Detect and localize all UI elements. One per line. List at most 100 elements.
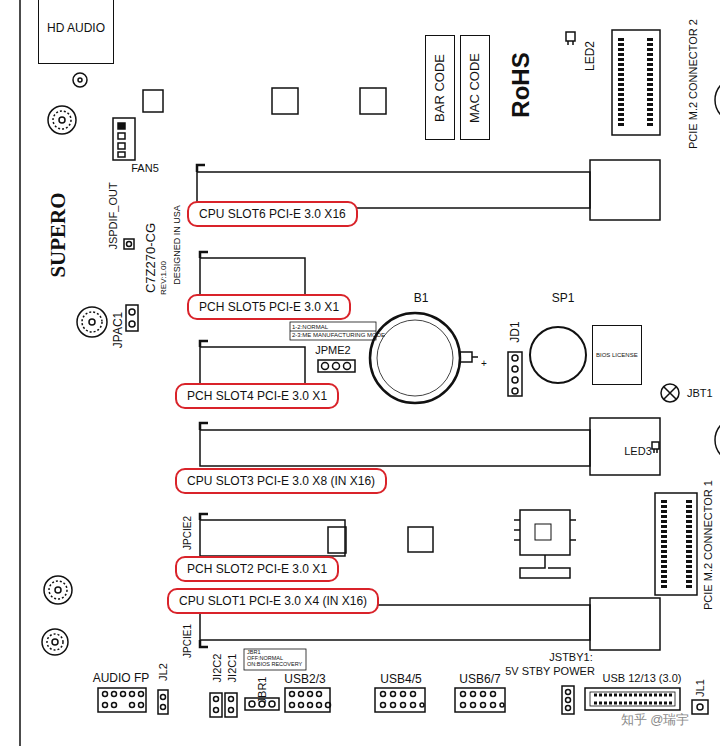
- pcie-slot: [200, 640, 208, 647]
- part-label: JI2C1: [226, 654, 238, 683]
- fan-header: [118, 123, 125, 129]
- part-label: JPCIE2: [182, 516, 193, 550]
- jumper-note-text: ON:BIOS RECOVERY: [247, 661, 302, 667]
- pin-header: [333, 363, 340, 370]
- bottom-header: [381, 692, 386, 697]
- pcie-slot: [200, 347, 305, 386]
- part-label: SUPERO: [46, 192, 70, 277]
- bottom-header: [249, 701, 255, 707]
- battery: [370, 313, 460, 403]
- part-label-holder: SP1: [552, 292, 575, 304]
- bottom-header: [139, 703, 144, 708]
- bottom-header: [500, 703, 504, 707]
- part-label-holder: USB 12/13 (3.0): [603, 673, 682, 684]
- pin-header: [512, 355, 518, 361]
- smt-pad: [143, 90, 163, 112]
- pcie-slot: [590, 160, 660, 220]
- slot-label: PCH SLOT4 PCI-E 3.0 X1: [187, 390, 327, 404]
- part-label: SP1: [552, 291, 575, 305]
- part-label-holder: SUPERO: [48, 192, 69, 277]
- bottom-header: [158, 690, 168, 714]
- cmos-jumper: [664, 387, 676, 399]
- bottom-header: [491, 703, 496, 708]
- part-label: RoHS: [507, 52, 534, 117]
- slot-label: CPU SLOT1 PCI-E 3.0 X4 (IN X16): [179, 595, 367, 609]
- slot-callout-box: CPU SLOT1 PCI-E 3.0 X4 (IN X16): [167, 588, 379, 615]
- m2-connector: [664, 500, 689, 588]
- bottom-header: [590, 692, 675, 706]
- part-label: USB 12/13 (3.0): [603, 672, 682, 684]
- bottom-header: [566, 690, 571, 695]
- speaker: [530, 327, 586, 383]
- watermark: 知乎 @瑞宇: [621, 712, 690, 727]
- part-label: +: [481, 358, 487, 369]
- bottom-header: [566, 706, 571, 711]
- bottom-header: [214, 697, 219, 702]
- part-label: JD1: [508, 321, 522, 342]
- part-label-holder: JBR1: [257, 677, 268, 704]
- bottom-header: [161, 695, 166, 700]
- bottom-header: [214, 708, 219, 713]
- part-label: JSTBY1:: [549, 651, 592, 663]
- part-label: JPME2: [315, 344, 350, 356]
- part-label-holder: JL1: [695, 679, 706, 697]
- bottom-header: [401, 692, 406, 697]
- bottom-header: [317, 692, 322, 697]
- bottom-header: [566, 698, 571, 703]
- cmos-jumper: [661, 384, 679, 402]
- bottom-header: [471, 703, 476, 708]
- part-label: USB4/5: [380, 672, 421, 686]
- pin-header: [129, 309, 135, 315]
- smt-pad: [360, 88, 386, 114]
- bottom-header: [411, 703, 416, 708]
- smt-pad: [328, 527, 346, 553]
- sticker-label: BAR CODE: [433, 54, 448, 122]
- part-label-holder: USB2/3: [284, 673, 325, 685]
- part-label: 5V STBY POWER: [505, 665, 595, 677]
- bottom-header: [697, 704, 703, 710]
- bottom-header: [285, 688, 330, 712]
- bottom-header: [290, 703, 295, 708]
- part-label-holder: JBR1: [247, 650, 260, 656]
- bottom-header: [461, 692, 466, 697]
- part-label-holder: FAN5: [131, 163, 159, 174]
- part-label-holder: USB4/5: [380, 673, 421, 685]
- part-label: USB2/3: [284, 672, 325, 686]
- bottom-header: [411, 692, 416, 697]
- part-label-holder: JD1: [509, 321, 521, 342]
- slot-label: PCH SLOT2 PCI-E 3.0 X1: [187, 563, 327, 577]
- bottom-header: [130, 692, 135, 697]
- bottom-header: [269, 701, 275, 707]
- part-label: JI2C2: [211, 654, 223, 683]
- bottom-header: [420, 703, 424, 707]
- part-label-holder: JL2: [158, 663, 169, 681]
- bottom-header: [139, 692, 144, 697]
- bottom-header: [98, 686, 708, 717]
- fan-header: [113, 118, 135, 160]
- part-label-holder: OFF:NORMAL: [247, 656, 283, 662]
- pin-header: [512, 377, 518, 383]
- mounting-hole: [52, 639, 58, 645]
- pin-header: [512, 388, 518, 394]
- slot-callout-box: PCH SLOT5 PCI-E 3.0 X1: [187, 294, 351, 321]
- jumper-note-text: OFF:NORMAL: [247, 655, 283, 661]
- bottom-header: [112, 703, 117, 708]
- part-label: JBR1: [256, 677, 268, 704]
- pcie-slot: [200, 341, 208, 347]
- part-label-holder: JI2C1: [227, 654, 238, 683]
- pin-header: [127, 242, 132, 247]
- part-label: B1: [414, 291, 429, 305]
- sticker-box: MAC CODE: [460, 35, 490, 140]
- part-label-holder: AUDIO FP: [93, 672, 150, 684]
- part-label-holder: PCIE M.2 CONNECTOR 2: [688, 19, 699, 149]
- sticker-box: BAR CODE: [425, 35, 455, 140]
- bottom-header: [225, 693, 237, 717]
- part-label-holder: 2-3:ME MANUFACTURING MODE: [292, 332, 385, 338]
- pcie-slot: [200, 252, 208, 258]
- mounting-hole: [77, 307, 107, 337]
- mounting-hole: [59, 117, 65, 123]
- smt-pad: [272, 88, 298, 114]
- audio-jack-box: HD AUDIO: [38, 0, 114, 64]
- slot-label: PCH SLOT5 PCI-E 3.0 X1: [199, 301, 339, 315]
- part-label-holder: JPCIE1: [183, 624, 193, 658]
